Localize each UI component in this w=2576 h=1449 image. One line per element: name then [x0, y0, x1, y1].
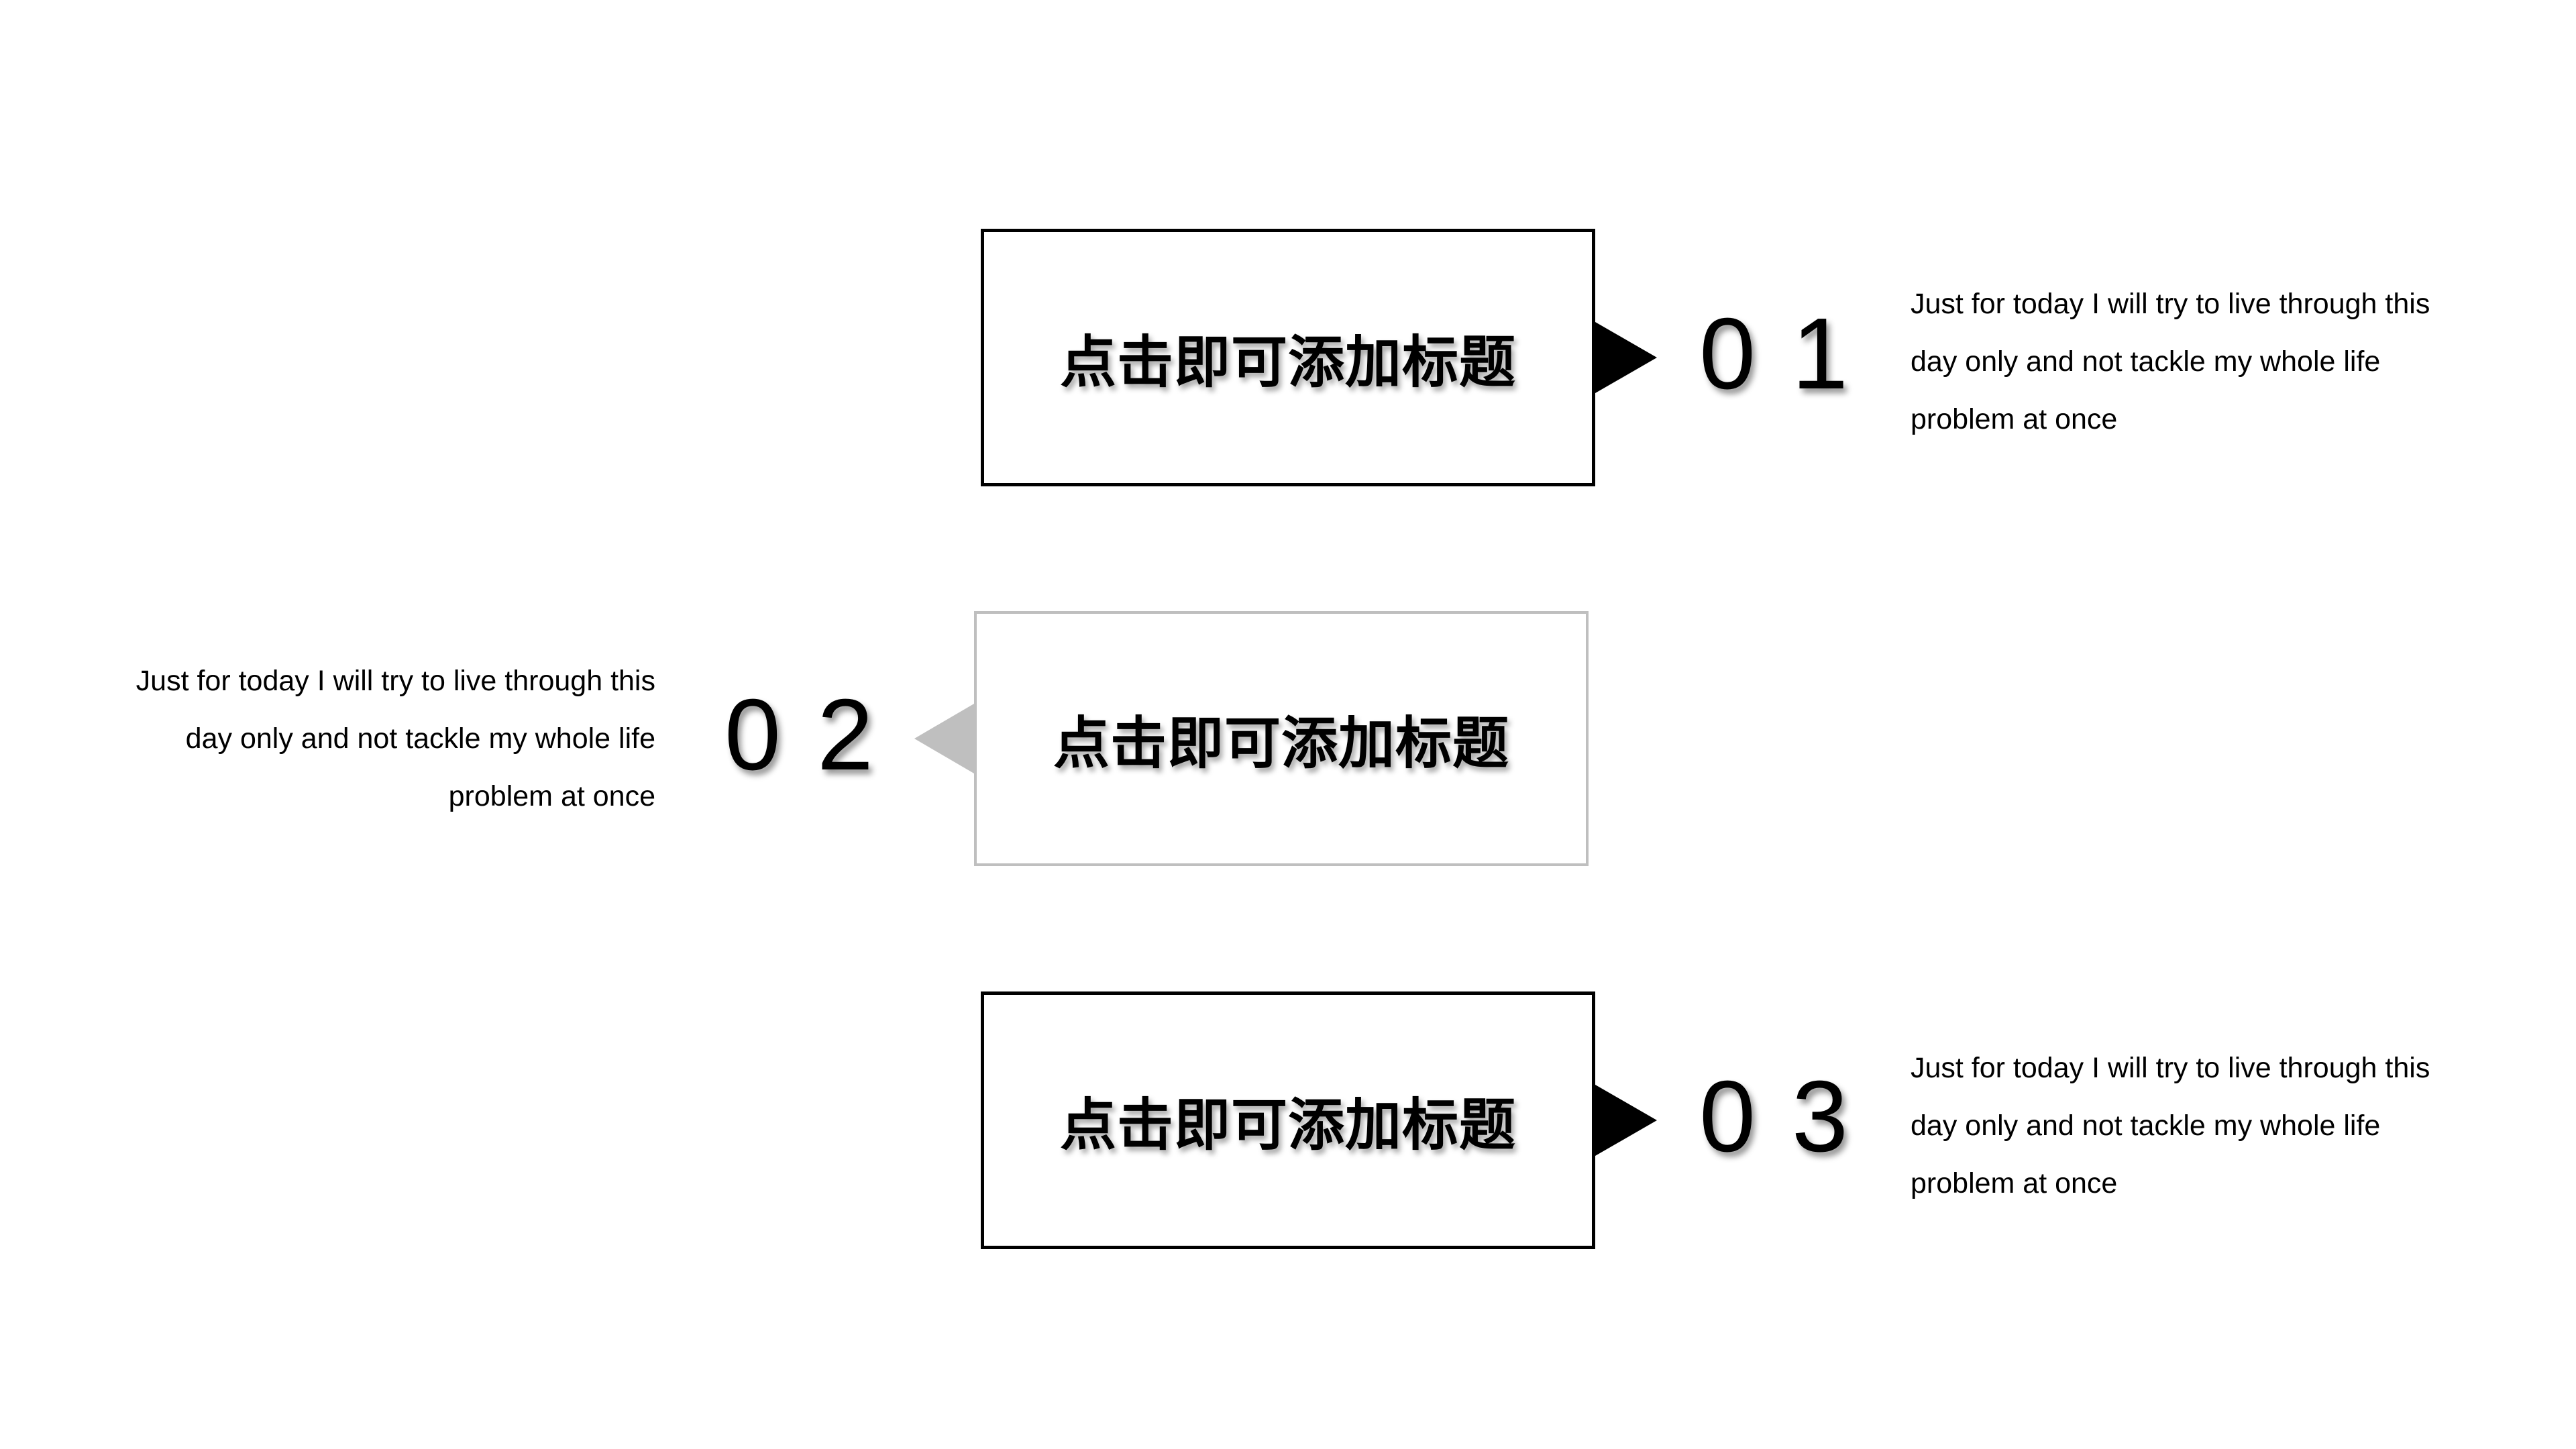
description-line: day only and not tackle my whole life	[185, 722, 655, 755]
description-line: Just for today I will try to live throug…	[136, 665, 655, 697]
title-placeholder-box-2[interactable]: 点击即可添加标题	[974, 611, 1589, 866]
description-line: problem at once	[448, 780, 655, 812]
arrow-right-icon-1	[1595, 322, 1657, 393]
title-placeholder-box-3[interactable]: 点击即可添加标题	[981, 991, 1595, 1249]
description-line: day only and not tackle my whole life	[1911, 1110, 2381, 1142]
step-number-1: 01	[1699, 297, 1884, 410]
description-line: Just for today I will try to live throug…	[1911, 1052, 2430, 1084]
arrow-left-icon-2	[914, 704, 974, 773]
title-placeholder-text-3: 点击即可添加标题	[1059, 1093, 1516, 1157]
description-line: problem at once	[1911, 1167, 2118, 1199]
step-number-2: 02	[724, 678, 910, 791]
description-line: day only and not tackle my whole life	[1911, 345, 2381, 378]
title-placeholder-text-2: 点击即可添加标题	[1053, 711, 1509, 775]
description-line: problem at once	[1911, 403, 2118, 435]
description-line: Just for today I will try to live throug…	[1911, 288, 2430, 320]
title-placeholder-box-1[interactable]: 点击即可添加标题	[981, 229, 1595, 486]
step-description-3[interactable]: Just for today I will try to live throug…	[1911, 1039, 2528, 1212]
arrow-right-icon-3	[1595, 1085, 1657, 1156]
step-description-2[interactable]: Just for today I will try to live throug…	[38, 652, 655, 825]
step-number-3: 03	[1699, 1059, 1884, 1173]
step-description-1[interactable]: Just for today I will try to live throug…	[1911, 275, 2528, 448]
title-placeholder-text-1: 点击即可添加标题	[1059, 330, 1516, 394]
